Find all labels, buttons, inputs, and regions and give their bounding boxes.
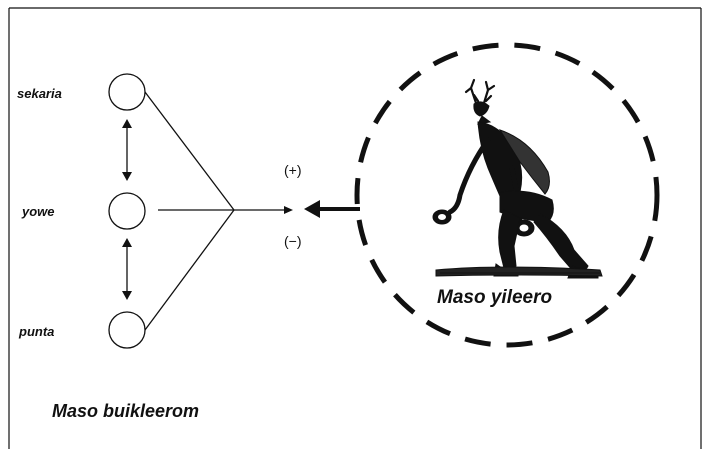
node-circle-sekaria (108, 73, 146, 111)
node-label-sekaria: sekaria (17, 86, 62, 101)
converge-line-sekaria (144, 91, 235, 211)
output-arrow (234, 206, 293, 214)
positive-sign: (+) (284, 162, 302, 178)
node-circle-punta (108, 311, 146, 349)
double-arrow-bottom (122, 238, 132, 300)
double-arrow-top (122, 119, 132, 181)
influence-arrow (304, 200, 360, 218)
dashed-circle (354, 42, 660, 348)
node-circle-yowe (108, 192, 146, 230)
node-label-punta: punta (19, 324, 55, 339)
negative-sign: (−) (284, 233, 302, 249)
converge-line-punta (144, 209, 235, 331)
circle-caption: Maso yileero (437, 287, 553, 308)
bottom-caption: Maso buikleerom (52, 401, 200, 421)
node-label-yowe: yowe (22, 204, 55, 219)
deer-dancer-icon (432, 78, 603, 279)
